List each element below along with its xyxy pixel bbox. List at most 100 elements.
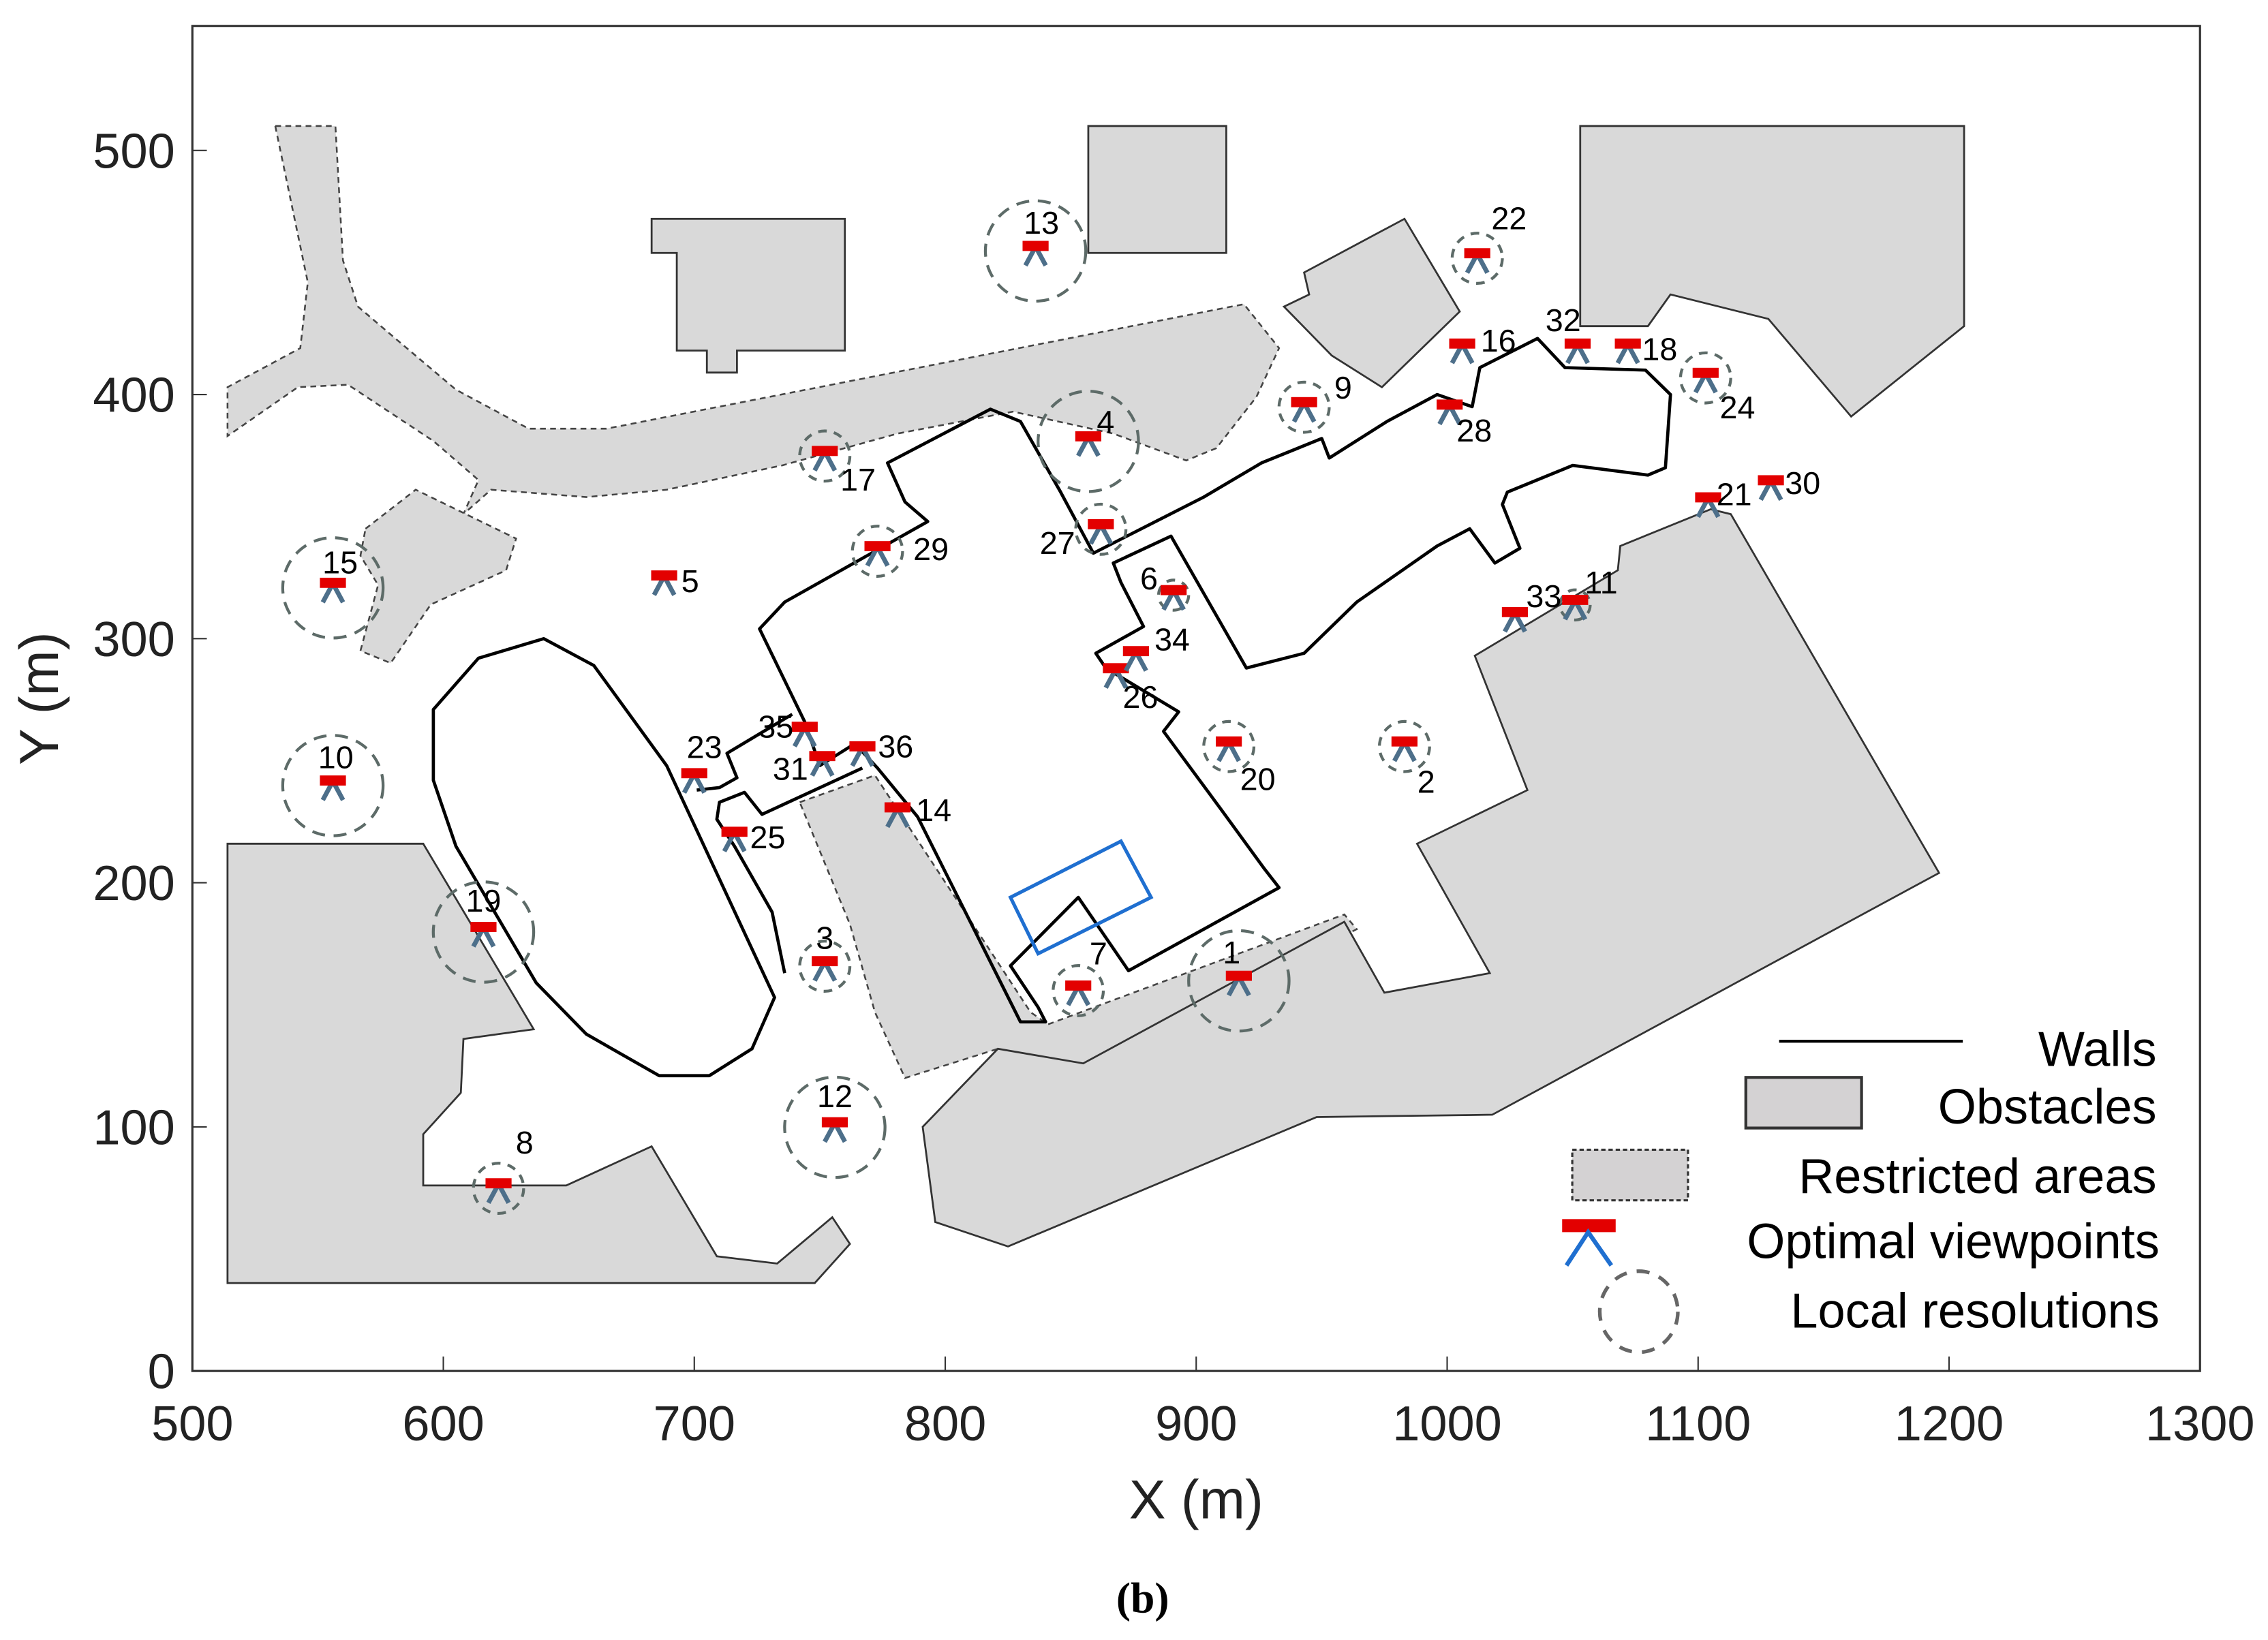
viewpoint-marker (681, 768, 707, 794)
viewpoint-label: 34 (1154, 622, 1190, 657)
viewpoint-bar (864, 541, 891, 552)
viewpoint-marker (821, 1117, 848, 1143)
viewpoint-marker (1075, 431, 1102, 457)
x-tick-label: 600 (402, 1397, 484, 1451)
viewpoint-marker (320, 775, 346, 801)
viewpoint-bar (1088, 519, 1114, 529)
viewpoint-marker (812, 956, 838, 982)
legend-restricted-swatch (1571, 1148, 1689, 1202)
viewpoint-bar (320, 577, 346, 588)
viewpoint-bar (821, 1117, 848, 1128)
obstacle (650, 217, 846, 374)
local-resolution-circle (1202, 720, 1256, 773)
x-tick-label: 1000 (1392, 1397, 1502, 1451)
local-resolution-circle (1037, 390, 1140, 493)
viewpoint-bar (1022, 241, 1049, 251)
viewpoint-label: 33 (1526, 578, 1561, 614)
x-tick-label: 900 (1155, 1397, 1237, 1451)
viewpoint-label: 22 (1491, 201, 1527, 236)
viewpoint-bar (1501, 606, 1529, 617)
local-resolution-circles (281, 199, 1732, 1216)
x-tick-label: 1300 (2145, 1397, 2255, 1451)
viewpoint-marker (1391, 736, 1418, 762)
viewpoint-label: 26 (1123, 679, 1159, 715)
y-tick-label: 500 (93, 124, 174, 179)
viewpoint-marker (884, 802, 911, 829)
viewpoint-label: 16 (1481, 323, 1516, 358)
viewpoint-bar (1614, 338, 1641, 349)
y-tick-label: 400 (93, 369, 174, 423)
viewpoint-bar (1291, 397, 1317, 407)
y-axis-label: Y (m) (9, 632, 70, 765)
local-resolution-circle (1187, 929, 1291, 1033)
viewpoint-bar (1758, 475, 1784, 486)
viewpoint-label: 8 (516, 1125, 534, 1160)
viewpoint-bar (470, 922, 497, 932)
viewpoint-bar (1122, 646, 1149, 657)
viewpoint-marker (1758, 475, 1784, 501)
viewpoint-bar (791, 722, 818, 732)
viewpoint-bar (1065, 980, 1092, 991)
viewpoint-label: 23 (687, 730, 722, 765)
legend-obstacles-swatch (1744, 1076, 1863, 1130)
obstacles (226, 125, 1965, 1284)
viewpoint-marker (1122, 646, 1149, 672)
viewpoint-label: 30 (1785, 465, 1820, 501)
x-tick-label: 700 (654, 1397, 735, 1451)
legend-restricted-label: Restricted areas (1798, 1149, 2156, 1204)
viewpoint-label: 18 (1642, 332, 1677, 367)
viewpoint-marker (1564, 338, 1591, 365)
walls (431, 337, 1672, 1078)
viewpoint-marker (485, 1178, 512, 1204)
viewpoint-bar (1464, 248, 1490, 259)
local-resolution-circle (798, 940, 852, 993)
viewpoint-label: 20 (1240, 761, 1276, 796)
wall (715, 767, 863, 974)
viewpoint-marker (1088, 519, 1114, 545)
obstacle (226, 842, 851, 1284)
viewpoint-bar (485, 1178, 512, 1189)
viewpoint-marker (1449, 338, 1475, 365)
local-resolution-circle (472, 1162, 525, 1216)
x-tick-label: 1200 (1895, 1397, 2004, 1451)
viewpoint-marker (651, 570, 677, 596)
viewpoint-marker (809, 751, 836, 777)
viewpoint-bar (320, 775, 346, 786)
y-tick-label: 100 (93, 1100, 174, 1155)
legend-resolutions-label: Local resolutions (1790, 1284, 2160, 1338)
viewpoint-bar (1449, 338, 1475, 349)
restricted-area (226, 125, 1281, 515)
viewpoint-marker (1562, 594, 1589, 621)
local-resolution-circle (983, 199, 1088, 303)
viewpoint-bar (1216, 736, 1242, 747)
viewpoint-label: 1 (1223, 935, 1240, 970)
wall (758, 337, 1672, 1024)
viewpoint-marker (1614, 338, 1641, 365)
viewpoint-marker (320, 577, 346, 604)
highlight-region (1008, 839, 1154, 957)
restricted-area (359, 489, 517, 664)
viewpoint-bar (849, 741, 876, 752)
local-resolution-circle (1277, 380, 1331, 434)
y-tick-label: 300 (93, 613, 174, 667)
viewpoint-marker (1225, 970, 1252, 997)
viewpoint-marker (1692, 367, 1719, 394)
viewpoint-bar (1225, 970, 1252, 981)
y-tick-label: 0 (148, 1345, 175, 1399)
local-resolution-circle (281, 536, 385, 640)
wall (431, 637, 776, 1078)
local-resolution-circle (1377, 720, 1431, 773)
viewpoint-marker (470, 922, 497, 948)
viewpoint-marker (1464, 248, 1490, 274)
viewpoint-label: 19 (465, 883, 501, 918)
viewpoint-bar (884, 802, 911, 813)
viewpoint-label: 25 (750, 820, 786, 855)
viewpoint-label: 5 (681, 563, 699, 599)
viewpoint-label: 4 (1097, 404, 1114, 439)
local-resolution-circle (1679, 351, 1732, 405)
viewpoint-label: 21 (1717, 477, 1752, 512)
viewpoint-marker (1437, 399, 1463, 426)
legend-viewpoints-label: Optimal viewpoints (1747, 1215, 2160, 1269)
